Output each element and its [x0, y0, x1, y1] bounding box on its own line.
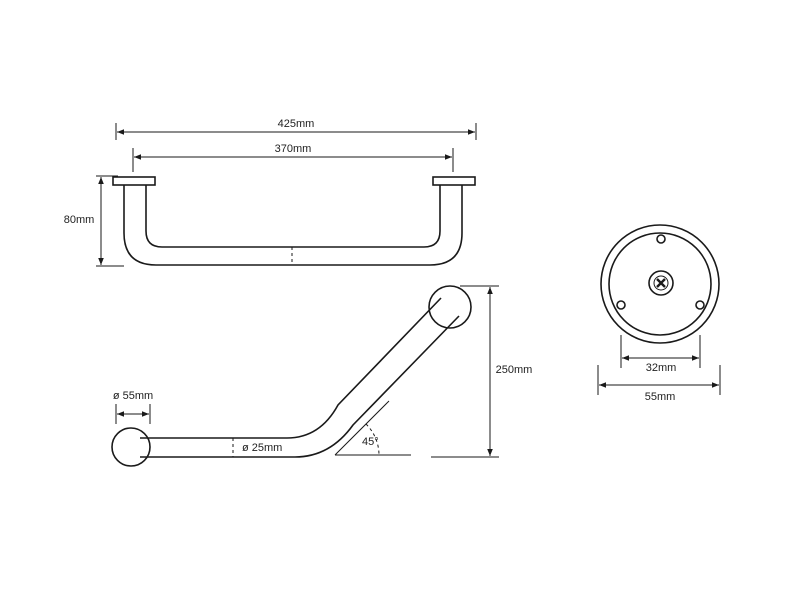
- cross-screw-icon: [648, 270, 674, 296]
- rail-lower-edge: [140, 315, 460, 458]
- angle-arc: [365, 423, 380, 456]
- dim-label-height: 250mm: [496, 364, 533, 376]
- dim-label-depth: 80mm: [64, 214, 95, 226]
- rail-upper-edge: [140, 297, 442, 439]
- upper-wall-flange: [428, 285, 472, 329]
- angle-leg-line: [334, 400, 390, 456]
- right-flange-top: [432, 176, 476, 186]
- lower-wall-flange: [111, 427, 151, 467]
- mounting-hole: [616, 300, 626, 310]
- dim-label-overall-width: 425mm: [278, 118, 315, 130]
- angled-view: ø 25mm ø 55mm 45° 250mm: [111, 285, 533, 467]
- rosette-view: 32mm 55mm: [597, 224, 721, 403]
- dim-label-hole-spacing: 32mm: [646, 362, 677, 374]
- left-flange-top: [112, 176, 156, 186]
- mounting-hole: [656, 234, 666, 244]
- rail-outer-edge: [123, 185, 463, 266]
- rosette-outer-circle: [600, 224, 720, 344]
- rosette-inner-circle: [608, 232, 712, 336]
- dim-label-tube-diameter: ø 25mm: [242, 442, 282, 454]
- dim-label-inner-width: 370mm: [275, 143, 312, 155]
- dim-label-rosette-diameter: 55mm: [645, 391, 676, 403]
- angle-label: 45°: [362, 436, 379, 448]
- rail-inner-edge: [145, 185, 441, 248]
- dim-label-flange-diameter: ø 55mm: [113, 390, 153, 402]
- mounting-hole: [695, 300, 705, 310]
- top-view: 425mm 370mm 80mm: [64, 118, 477, 267]
